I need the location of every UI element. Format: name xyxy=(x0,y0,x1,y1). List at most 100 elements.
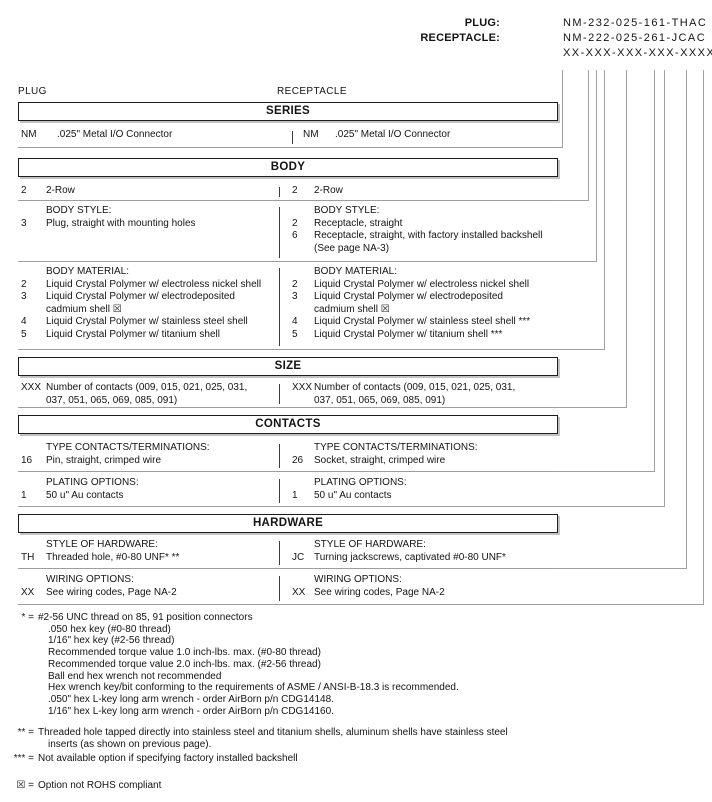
option-code: XXX xyxy=(292,382,313,393)
footnote-line: 1/16" hex key (#2-56 thread) xyxy=(48,635,175,647)
footnote-body: #2-56 UNC thread on 85, 91 position conn… xyxy=(38,612,459,717)
footnote-line: .050 hex key (#0-80 thread) xyxy=(48,623,171,635)
option-desc: BODY MATERIAL: xyxy=(314,266,397,277)
option-desc: BODY STYLE: xyxy=(314,205,380,216)
option-desc: See wiring codes, Page NA-2 xyxy=(314,586,445,598)
option-desc: Receptacle, straight, with factory insta… xyxy=(314,230,543,241)
option-desc: .025" Metal I/O Connector xyxy=(335,129,451,140)
option-desc: cadmium shell ☒ xyxy=(314,303,390,315)
option-desc: Liquid Crystal Polymer w/ titanium shell xyxy=(46,328,220,340)
leader-body-style xyxy=(556,70,597,262)
option-desc: Turning jackscrews, captivated #0-80 UNF… xyxy=(314,551,506,563)
option-code: 2 xyxy=(21,185,27,196)
size-plug-options: XXX Number of contacts (009, 015, 021, 02… xyxy=(18,382,279,407)
option-code xyxy=(292,442,314,455)
footnote-marker: ** = xyxy=(17,727,34,738)
option-code: 4 xyxy=(292,316,298,327)
option-desc: Liquid Crystal Polymer w/ electroless ni… xyxy=(46,278,262,290)
option-entry: XXX Number of contacts (009, 015, 021, 02… xyxy=(21,382,279,395)
option-entry: 6 Receptacle, straight, with factory inst… xyxy=(292,230,558,243)
option-code xyxy=(292,304,314,317)
option-desc: Number of contacts (009, 015, 021, 025, … xyxy=(46,382,248,393)
option-code xyxy=(292,477,314,490)
option-code: XX xyxy=(292,586,306,598)
option-code: 6 xyxy=(292,230,298,241)
footnote-line: .050" hex L-key long arm wrench - order … xyxy=(48,693,334,705)
option-code: 4 xyxy=(21,316,27,327)
footnote-rohs: ☒ = Option not ROHS compliant xyxy=(0,780,161,792)
footnote-line: #2-56 UNC thread on 85, 91 position conn… xyxy=(38,612,253,623)
spec-table: SERIES NM.025" Metal I/O Connector NM.02… xyxy=(18,0,558,640)
option-entry: 2 Liquid Crystal Polymer w/ electroless n… xyxy=(292,279,558,292)
footnote-marker: *** = xyxy=(13,753,34,764)
option-desc: (See page NA-3) xyxy=(314,242,390,254)
footnote-line: Not available option if specifying facto… xyxy=(38,753,298,764)
option-desc: BODY MATERIAL: xyxy=(46,266,129,277)
option-desc: Liquid Crystal Polymer w/ electroless ni… xyxy=(314,278,530,290)
option-entry: TYPE CONTACTS/TERMINATIONS: xyxy=(292,442,558,455)
option-desc: BODY STYLE: xyxy=(46,205,112,216)
footnote-line: inserts (as shown on previous page). xyxy=(48,738,212,750)
option-entry: BODY STYLE: xyxy=(21,205,279,218)
receptacle-part-number: NM-222-025-261-JCAC xyxy=(563,32,707,44)
hardware-header: HARDWARE xyxy=(18,514,558,533)
option-desc: 037, 051, 065, 069, 085, 091) xyxy=(314,394,446,406)
leader-body-rows xyxy=(556,70,589,201)
footnote-line: Hex wrench key/bit conforming to the req… xyxy=(48,682,459,694)
leader-contact-type xyxy=(556,70,655,472)
option-desc: Liquid Crystal Polymer w/ electrodeposit… xyxy=(314,291,503,302)
option-code: XXX xyxy=(21,382,42,393)
option-code: 2 xyxy=(292,185,298,196)
option-code: JC xyxy=(292,551,305,563)
leader-body-material xyxy=(556,70,605,350)
option-desc: STYLE OF HARDWARE: xyxy=(46,539,158,550)
leader-hardware-style xyxy=(556,70,687,569)
option-desc: 50 u" Au contacts xyxy=(314,489,392,501)
option-desc: PLATING OPTIONS: xyxy=(46,477,139,488)
option-entry: cadmium shell ☒ xyxy=(292,304,558,317)
option-entry: WIRING OPTIONS: xyxy=(21,574,279,587)
footnote-line: Threaded hole tapped directly into stain… xyxy=(38,727,508,738)
option-code xyxy=(292,539,314,552)
option-entry: STYLE OF HARDWARE: xyxy=(21,539,279,552)
option-desc: TYPE CONTACTS/TERMINATIONS: xyxy=(46,442,210,453)
option-desc: Plug, straight with mounting holes xyxy=(46,217,196,229)
leader-plating xyxy=(556,70,665,507)
option-desc: Socket, straight, crimped wire xyxy=(314,454,446,466)
option-entry: NM.025" Metal I/O Connector xyxy=(303,129,558,142)
option-code xyxy=(292,574,314,587)
option-desc: Threaded hole, #0-80 UNF* ** xyxy=(46,551,180,563)
option-desc: Number of contacts (009, 015, 021, 025, … xyxy=(314,382,516,393)
option-code xyxy=(21,574,46,587)
option-entry: 4 Liquid Crystal Polymer w/ stainless ste… xyxy=(21,316,279,329)
series-header: SERIES xyxy=(18,102,558,121)
option-desc: Liquid Crystal Polymer w/ stainless stee… xyxy=(46,316,248,327)
option-code: 2 xyxy=(292,278,298,290)
option-desc: 037, 051, 065, 069, 085, 091) xyxy=(46,394,178,406)
option-desc: .025" Metal I/O Connector xyxy=(57,129,173,140)
option-desc: Liquid Crystal Polymer w/ titanium shell… xyxy=(314,328,503,340)
